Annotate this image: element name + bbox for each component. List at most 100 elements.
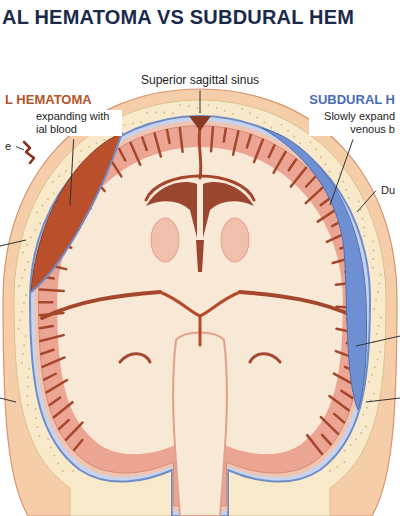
sulcus-line [131, 143, 141, 165]
bone-dot [72, 470, 74, 472]
bone-dot [35, 408, 37, 410]
basal-ganglia [151, 218, 179, 262]
sulcus-line [224, 129, 226, 142]
bone-dot [36, 211, 38, 213]
sulcus-line [247, 135, 251, 147]
bone-dot [21, 362, 23, 364]
bone-dot [344, 449, 346, 451]
bone-dot [350, 444, 352, 446]
bone-dot [362, 413, 364, 415]
bone-dot [329, 470, 331, 472]
bone-dot [380, 317, 382, 319]
subdural-hematoma [262, 128, 367, 410]
bone-dot [65, 170, 67, 172]
label-slot: SUBDURAL H [307, 92, 397, 108]
bone-dot [256, 117, 258, 119]
sulcus-line [341, 391, 352, 398]
skull-fracture [24, 142, 34, 163]
diagram-title: AL HEMATOMA VS SUBDURAL HEM [2, 6, 354, 29]
bone-dot [132, 122, 134, 124]
bone-dot [88, 146, 90, 148]
description-text: expanding with ial blood [34, 110, 122, 136]
bone-dot [23, 302, 25, 304]
bone-dot [375, 333, 377, 335]
bone-dot [52, 181, 54, 183]
leader-line [16, 147, 24, 150]
bone-dot [53, 455, 55, 457]
sulcus-line [306, 177, 315, 186]
bone-dot [328, 171, 330, 173]
label-slot: L HEMATOMA [3, 92, 94, 108]
bone-dot [365, 425, 367, 427]
leader-line [357, 191, 376, 212]
hematoma-heading: L HEMATOMA [3, 92, 94, 108]
sulcus-line [322, 435, 331, 445]
bone-dot [21, 277, 23, 279]
brainstem [173, 333, 227, 516]
epidural-hematoma [31, 133, 122, 292]
sulcus-line [254, 140, 263, 162]
sulcus-line [274, 152, 286, 173]
sulcus-line [119, 149, 125, 160]
sulcus-line [46, 380, 67, 392]
bone-dot [53, 192, 55, 194]
bone-dot [373, 308, 375, 310]
scalp [3, 89, 397, 516]
bone-dot [377, 291, 379, 293]
sulcus-line [40, 301, 53, 304]
sulcus-line [289, 160, 296, 171]
bone-dot [355, 438, 357, 440]
label-slot: expanding with ial blood [34, 110, 122, 136]
bone-dot [362, 218, 364, 220]
bone-dot [378, 283, 380, 285]
bone-dot [22, 251, 24, 253]
artery [160, 292, 240, 316]
bone-dot [348, 197, 350, 199]
bone-dot [41, 205, 43, 207]
artery [199, 316, 202, 345]
bone-dot [360, 432, 362, 434]
bone-dot [19, 319, 21, 321]
bone-dot [345, 189, 347, 191]
bone-dot [315, 149, 317, 151]
structure-label: e [3, 140, 13, 153]
bone-dot [371, 374, 373, 376]
leader-line [0, 240, 26, 246]
bone-dot [155, 112, 157, 114]
sulcus-line [155, 133, 161, 156]
bone-dot [140, 121, 142, 123]
leader-line [0, 398, 16, 402]
bone-dot [196, 107, 198, 109]
sulcus-line [44, 374, 56, 380]
label-slot: Superior sagittal sinus [139, 73, 261, 87]
sulcus-line [291, 168, 306, 187]
bone-dot [21, 311, 23, 313]
bone-dot [23, 344, 25, 346]
bone-dot [18, 285, 20, 287]
bone-dot [103, 139, 105, 141]
bone-dot [27, 386, 29, 388]
bone-dot [96, 142, 98, 144]
bone-dot [18, 328, 20, 330]
bone-dot [343, 461, 345, 463]
bone-dot [28, 368, 30, 370]
bone-dot [375, 299, 377, 301]
bone-dot [179, 104, 181, 106]
label-slot: Du [379, 184, 397, 197]
bone-dot [79, 161, 81, 163]
bone-dot [57, 463, 59, 465]
bone-dot [232, 113, 234, 115]
sulcus-line [66, 423, 83, 440]
skull [14, 100, 386, 516]
bone-dot [58, 175, 60, 177]
bone-dot [80, 150, 82, 152]
bone-dot [22, 353, 24, 355]
dura-mater [30, 116, 370, 516]
leader-line [330, 139, 353, 205]
sulcus-line [167, 130, 169, 143]
bone-dot [372, 241, 374, 243]
sulcus-line [142, 138, 146, 150]
sulcus-line [329, 396, 348, 410]
sulcus-line [50, 397, 61, 404]
